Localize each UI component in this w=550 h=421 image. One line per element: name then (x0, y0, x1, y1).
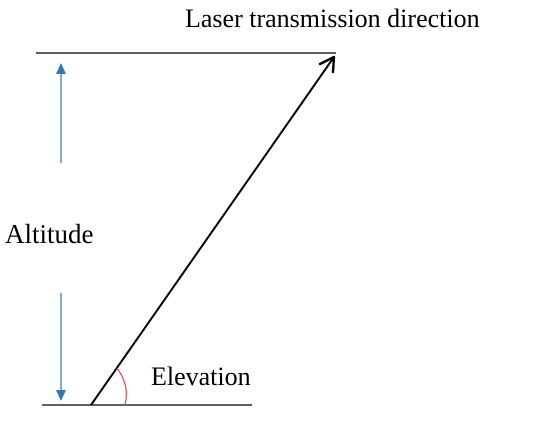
altitude-up-arrow (56, 63, 66, 163)
laser-beam-line (90, 56, 335, 406)
laser-beam-arrow (90, 55, 336, 406)
altitude-up-arrowhead (56, 63, 66, 74)
altitude-down-arrowhead (56, 390, 66, 401)
laser-beam-arrowhead (318, 55, 336, 74)
direction-label: Laser transmission direction (185, 4, 480, 33)
altitude-down-arrow (56, 293, 66, 401)
altitude-label: Altitude (5, 219, 94, 249)
elevation-angle-arc (116, 367, 127, 406)
elevation-label: Elevation (151, 362, 251, 391)
